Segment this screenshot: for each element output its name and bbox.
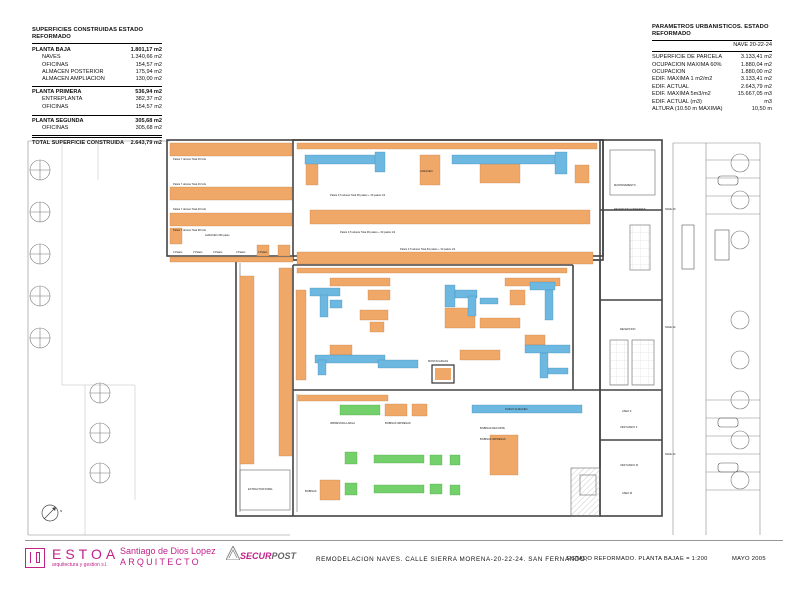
divider (652, 51, 772, 53)
bobinas-label: BOBINAS (305, 489, 317, 493)
scale: E = 1:200 (680, 556, 708, 562)
client-secur: SECUR (240, 551, 272, 561)
architect-role: ARQUITECTO (120, 557, 201, 567)
tree-icons-right (730, 153, 750, 490)
planta-baja-row: PLANTA BAJA 1.801,17 m2 (32, 46, 162, 53)
almacen-label: ALMACEN 336 pales (205, 233, 230, 237)
almacen-top-label: ALMACEN (420, 169, 433, 173)
surfaces-table: SUPERFICIES CONSTRUIDAS ESTADO REFORMADO… (32, 27, 162, 148)
pallet-label: 3 Palets (173, 250, 183, 254)
pallet-label: 3 Palets (213, 250, 223, 254)
impresora-label: IMPRESORA LARGA (330, 421, 355, 425)
mantenimiento-label: MANTENIMIENTO (614, 183, 636, 187)
nave-20-label: NAVE 20 (665, 207, 676, 211)
logo-mark (30, 552, 35, 563)
params-table: PARAMETROS URBANISTICOS. ESTADO REFORMAD… (652, 24, 772, 113)
building-walls (166, 139, 663, 517)
client-post: POST (271, 551, 297, 561)
sheet-title: ESTADO REFORMADO. PLANTA BAJA (567, 556, 680, 562)
pallet-label: 3 Palets (193, 250, 203, 254)
pallet-orange-low (319, 403, 519, 501)
brand-name: ESTOA (52, 546, 120, 562)
brand-subtitle: arquitectura y gestion s.l. (52, 562, 108, 568)
divider (32, 85, 162, 87)
double-divider (32, 134, 162, 139)
vestuario-m-label: VESTUARIO M (620, 463, 638, 467)
nave-22-label: NAVE 22 (665, 325, 676, 329)
bobinas-rec-label: BOBINAS RECORTE (480, 426, 505, 430)
rack-label: Palets 7 alturas Total 49 Uds (173, 157, 207, 161)
pallet-label: 3 Palets (258, 250, 268, 254)
planta-primera-row: PLANTA PRIMERA 536,94 m2 (32, 88, 162, 95)
params-subtitle: NAVE 20-22-24 (733, 41, 772, 48)
rack-label: Palets 7 alturas Total 98 Uds (173, 228, 207, 232)
pallet-label: 3 Palets (236, 250, 246, 254)
left-site-area (27, 140, 290, 536)
recortes-label: BOBINAS IMPRESAS (385, 421, 411, 425)
machine-blue-top (304, 151, 568, 175)
divider (32, 115, 162, 117)
planta-segunda-row: PLANTA SEGUNDA 305,68 m2 (32, 118, 162, 125)
nuevo-almacen-label: NUEVO ALMACEN (505, 407, 527, 411)
client-name: SECURPOST (240, 551, 296, 561)
params-title: PARAMETROS URBANISTICOS. ESTADO REFORMAD… (652, 24, 772, 41)
rack-label: Palets 3,5 alturas Total 84 palets + 30 … (400, 247, 456, 251)
rack-orange-top (296, 142, 598, 265)
aseo-m-label: ASEO M (622, 491, 632, 495)
rack-label: Palets 7 alturas Total 49 Uds (173, 207, 207, 211)
machine-green-low (339, 404, 461, 496)
securpost-logo (225, 544, 241, 561)
montacargas (431, 364, 455, 384)
param-row: ALTURA (10.50 m MAXIMA)10,50 m (652, 106, 772, 113)
bobinas-imp-label: BOBINAS IMPRESAS (480, 437, 506, 441)
total-row: TOTAL SUPERFICIE CONSTRUIDA 2.643,79 m2 (32, 140, 162, 147)
architect-name: Santiago de Dios Lopez (120, 546, 216, 556)
recepcion-alb-label: RECEPCION ALBARANES (614, 207, 646, 211)
date: MAYO 2005 (732, 556, 766, 562)
north-arrow-icon: N (41, 504, 62, 522)
rack-label: Palets 3,5 alturas Total 96 palets + 30 … (340, 230, 396, 234)
vestuario-f-label: VESTUARIO F (620, 425, 638, 429)
car-icons (681, 175, 739, 473)
recepcion-label: RECEPCION (620, 327, 636, 331)
param-row: EDIF. ACTUAL (m3)m3 (652, 98, 772, 105)
rack-label: Palets 7 alturas Total 49 Uds (173, 182, 207, 186)
machine-blue-low (471, 404, 583, 414)
rack-orange-left (169, 142, 294, 465)
plan-labels: Palets 7 alturas Total 49 Uds Palets 7 a… (173, 157, 676, 495)
surfaces-title: SUPERFICIES CONSTRUIDAS ESTADO REFORMADO (32, 27, 162, 44)
param-row: OCUPACION MAXIMA 60%1.880,04 m2 (652, 61, 772, 68)
estoa-logo (25, 548, 45, 568)
securpost-icon (225, 544, 241, 561)
rack-label: Palets 3,5 alturas Total 96 palets + 30 … (330, 193, 386, 197)
nave-24-label: NAVE 24 (665, 452, 676, 456)
extractor-label: EXTRACTOR PAPEL (248, 487, 273, 491)
footer-rule (25, 540, 783, 541)
project-title: REMODELACION NAVES. CALLE SIERRA MORENA-… (316, 556, 588, 563)
tree-icons-left (29, 159, 111, 484)
aseo-f-label: ASEO F (622, 409, 632, 413)
logo-mark (36, 552, 40, 563)
machine-blue-mid (309, 281, 571, 379)
montacargas-label: MONTACARGAS (428, 359, 448, 363)
right-site-area (672, 142, 761, 535)
north-label: N (60, 509, 62, 513)
